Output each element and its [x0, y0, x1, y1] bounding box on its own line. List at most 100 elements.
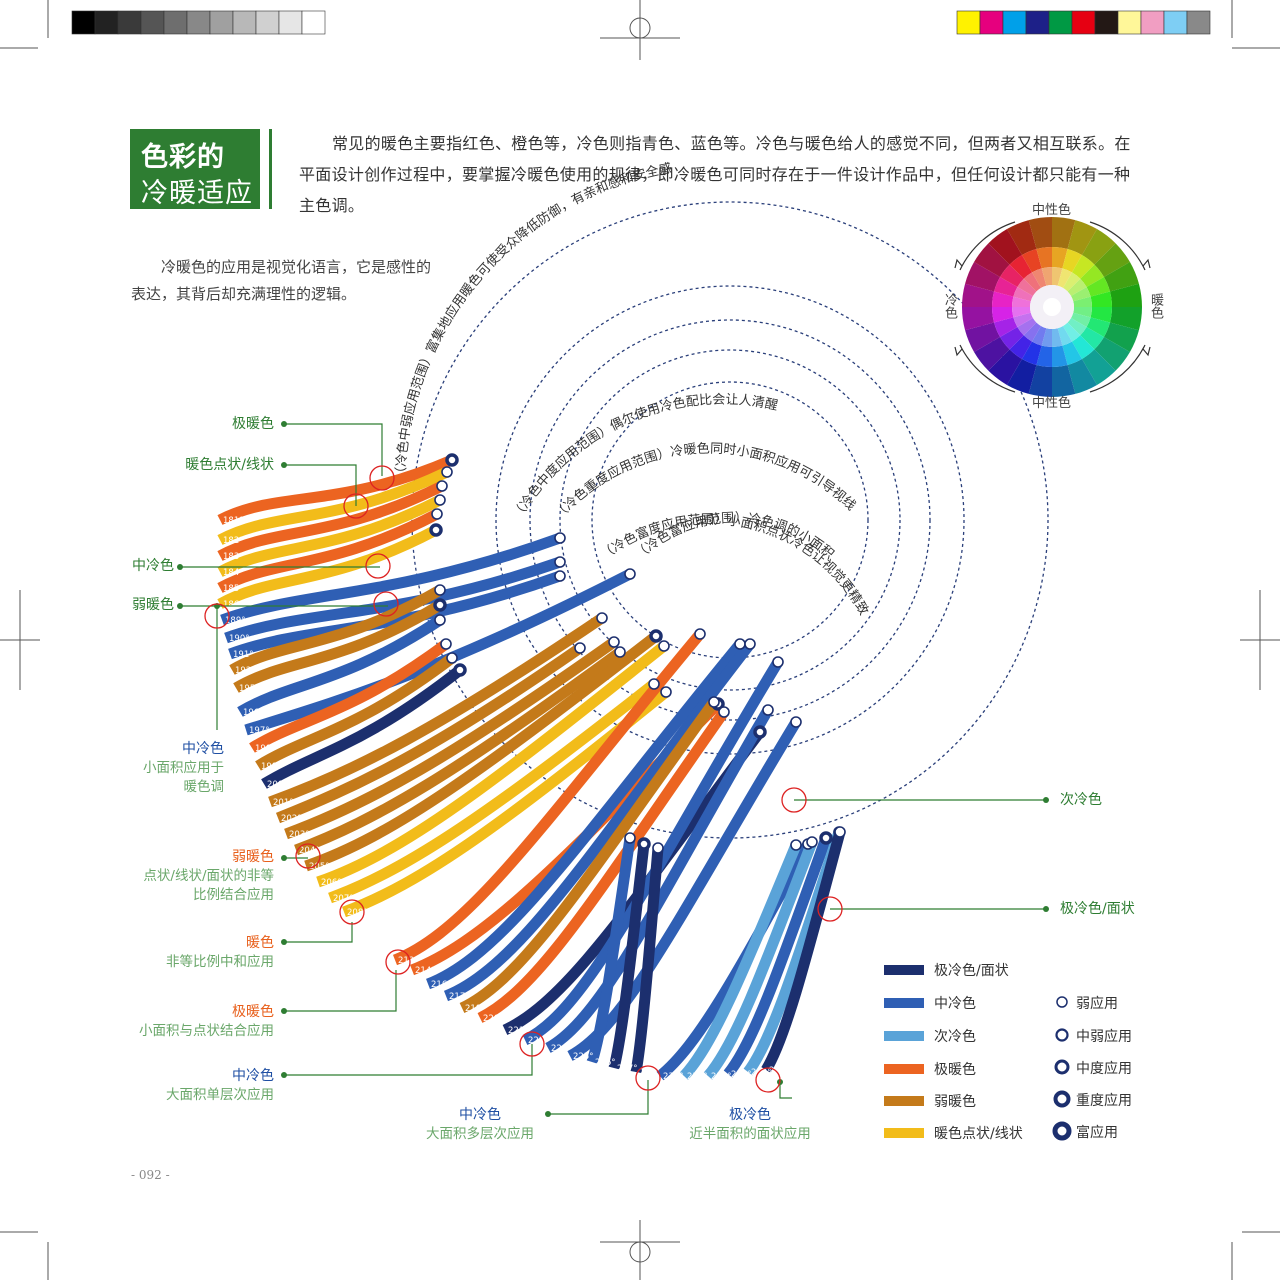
highlight-circle: [365, 553, 391, 579]
wheel-segment: [962, 307, 995, 331]
wheel-segment: [1028, 217, 1052, 250]
color-band: [502, 728, 765, 1035]
legend-level-weak: 弱应用: [1076, 996, 1118, 1012]
color-band: [249, 639, 450, 753]
legend-swatch: [884, 1096, 924, 1106]
wheel-segment: [1032, 268, 1047, 288]
leader-line: [284, 423, 383, 476]
usage-node: [554, 556, 566, 568]
wheel-segment: [994, 277, 1018, 297]
color-band: [443, 640, 755, 1002]
band-number: 235°: [711, 1072, 731, 1082]
annotation-warm-dots: 暖色点状/线状: [185, 457, 274, 473]
legend-swatch: [884, 998, 924, 1008]
usage-node: [806, 836, 818, 848]
color-band: [255, 653, 456, 771]
highlight-circle: [755, 1067, 781, 1093]
usage-node: [744, 638, 756, 650]
color-band: [268, 613, 606, 808]
wheel-segment: [1080, 264, 1104, 287]
wheel-segment: [992, 307, 1014, 323]
band-number: 234°: [687, 1072, 707, 1082]
wheel-segment: [1052, 345, 1068, 367]
color-band: [723, 836, 832, 1078]
wheel-segment: [1013, 312, 1033, 327]
wheel-segment: [988, 349, 1022, 385]
band-number: 191°: [233, 650, 253, 660]
band-number: 204°: [299, 846, 319, 856]
legend-swatch: [884, 1064, 924, 1074]
wheel-segment: [1090, 291, 1112, 307]
annotation-mid-cool-2: 中冷色 小面积应用于 暖色调: [143, 741, 224, 795]
color-band: [237, 615, 444, 717]
title-line1: 色彩的: [141, 142, 225, 173]
leader-line: [779, 1082, 792, 1099]
band-number: 200°: [267, 780, 287, 790]
color-band: [342, 687, 670, 918]
color-band: [586, 837, 636, 1064]
usage-node: [554, 532, 566, 544]
wheel-segment: [1057, 326, 1072, 346]
wheel-segment: [1023, 272, 1041, 292]
wheel-segment: [1063, 322, 1081, 342]
usage-node: [441, 466, 453, 478]
band-number: 197°: [249, 726, 269, 736]
annotation-mid-cool-3: 中冷色 大面积单层次应用: [166, 1068, 274, 1103]
usage-node: [436, 480, 448, 492]
leader-dot: [177, 603, 183, 609]
band-number: 185°: [223, 584, 243, 594]
usage-node: [445, 453, 459, 467]
highlight-circle: [339, 899, 365, 925]
color-band: [217, 525, 439, 609]
wheel-segment: [1000, 327, 1024, 350]
leader-dot: [1043, 906, 1049, 912]
usage-node: [834, 826, 846, 838]
color-band: [630, 847, 664, 1073]
usage-node: [624, 568, 636, 580]
highlight-circle: [343, 493, 369, 519]
highlight-circle: [781, 787, 807, 813]
usage-node: [574, 642, 586, 654]
legend-level-mid: 中度应用: [1076, 1061, 1132, 1077]
wheel-segment: [1007, 220, 1037, 256]
usage-node: [554, 570, 566, 582]
wheel-segment: [1090, 307, 1112, 323]
color-band: [522, 659, 783, 1045]
wheel-segment: [1032, 326, 1047, 346]
annotation-mid-cool-1: 中冷色: [132, 558, 174, 574]
color-band: [304, 631, 660, 872]
annotation-mid-cool-4: 中冷色 大面积多层次应用: [426, 1107, 534, 1142]
usage-node: [790, 716, 802, 728]
usage-node: [637, 837, 651, 851]
usage-node: [790, 839, 802, 851]
highlight-circle: [635, 1065, 661, 1091]
title-rule: [269, 129, 272, 209]
page-number: - 092 -: [131, 1168, 170, 1182]
color-band: [294, 647, 624, 856]
leader-dot: [177, 564, 183, 570]
wheel-segment: [1009, 335, 1032, 359]
color-band: [679, 842, 802, 1080]
leader-dot: [545, 1111, 551, 1117]
highlight-circle: [295, 843, 321, 869]
wheel-segment: [1013, 287, 1033, 302]
band-number: 203°: [289, 830, 309, 840]
band-number: 208°: [347, 908, 367, 918]
band-number: 190°: [229, 634, 249, 644]
usage-node: [819, 831, 833, 845]
wheel-core: [1043, 298, 1061, 316]
color-band: [316, 641, 668, 888]
wheel-segment: [974, 243, 1010, 277]
band-number: 240°: [769, 1066, 789, 1076]
band-number: 184°: [223, 568, 243, 578]
band-number: 219°: [465, 1004, 485, 1014]
wheel-segment: [1022, 249, 1042, 273]
wheel-segment: [1052, 328, 1063, 347]
wheel-segment: [1072, 255, 1095, 279]
leader-dot: [281, 462, 287, 468]
color-band: [459, 698, 719, 1013]
usage-node: [453, 663, 467, 677]
band-number: 238°: [731, 1070, 751, 1080]
